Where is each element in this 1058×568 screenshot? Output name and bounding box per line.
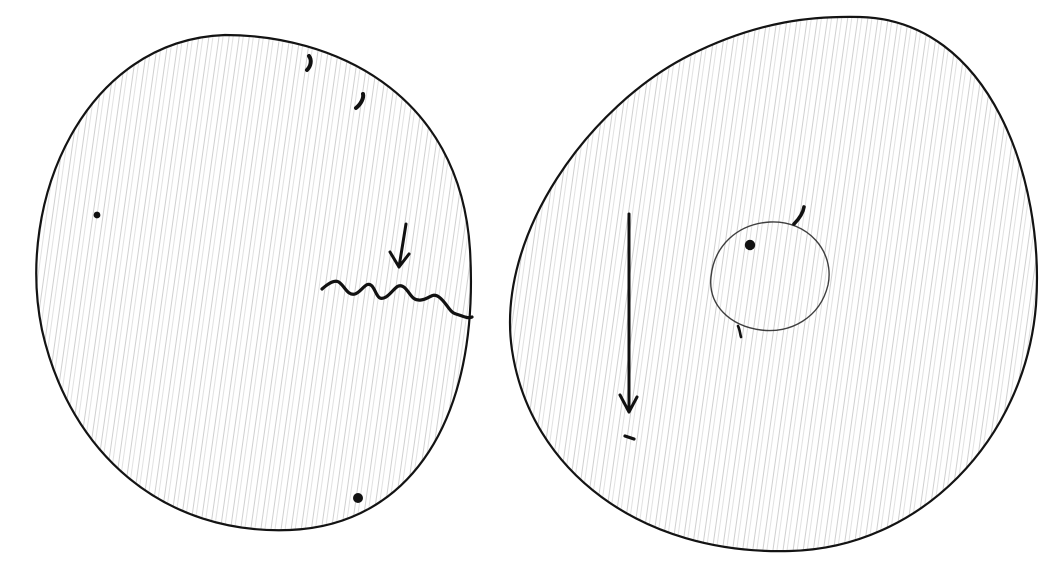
right-inner-dot-mark bbox=[745, 240, 755, 250]
right-figure bbox=[510, 17, 1037, 551]
left-figure bbox=[36, 35, 472, 530]
left-bottom-dot-mark bbox=[353, 493, 363, 503]
left-circle-texture bbox=[36, 35, 471, 530]
left-dot-mark bbox=[94, 212, 101, 219]
right-oval-texture bbox=[510, 17, 1037, 551]
